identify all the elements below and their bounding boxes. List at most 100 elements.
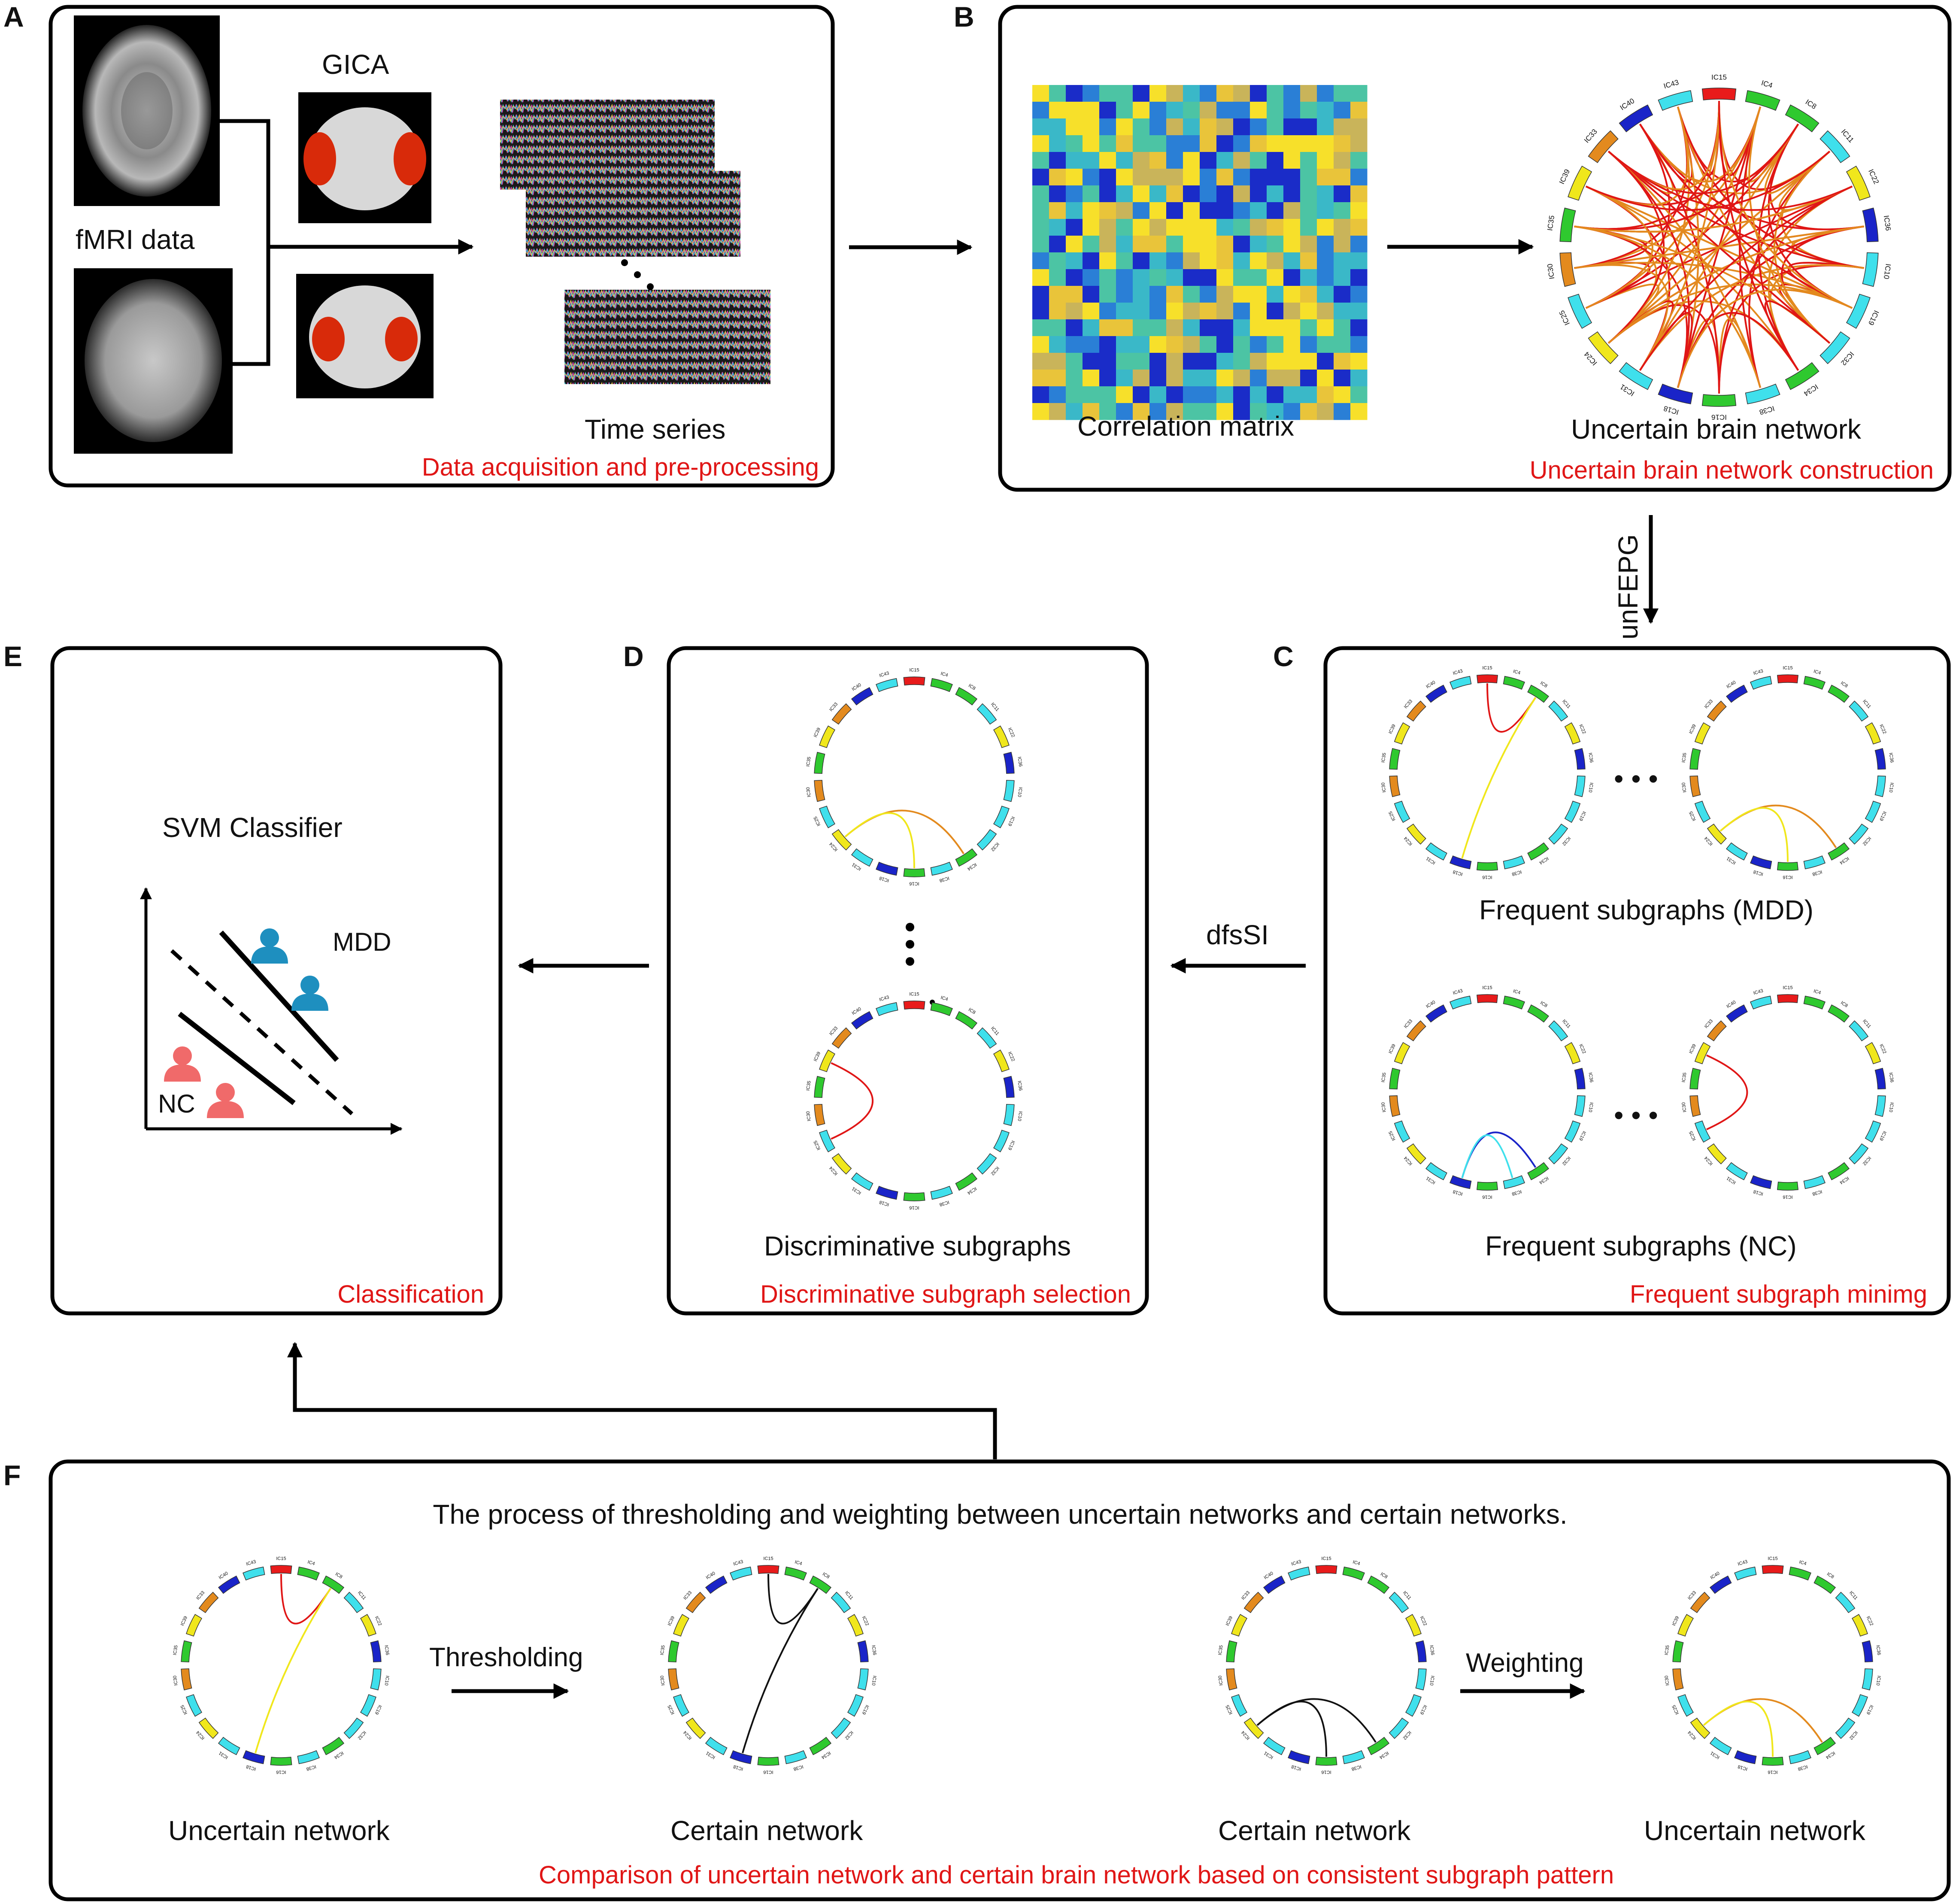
matrix-cell bbox=[1250, 303, 1267, 320]
ring-segment bbox=[1828, 1004, 1850, 1023]
ring-segment-label: IC36 bbox=[383, 1645, 390, 1655]
ring-segment-label: IC19 bbox=[1878, 1130, 1887, 1141]
ring-segment bbox=[1689, 1067, 1701, 1090]
matrix-cell bbox=[1049, 319, 1066, 337]
matrix-cell bbox=[1233, 269, 1250, 286]
matrix-cell bbox=[1233, 102, 1250, 119]
ring-segment bbox=[1828, 842, 1850, 861]
matrix-cell bbox=[1250, 386, 1267, 403]
matrix-cell bbox=[1267, 152, 1284, 169]
matrix-cell bbox=[1166, 386, 1183, 403]
ring-segment bbox=[1803, 1175, 1826, 1189]
ring-segment-label: IC43 bbox=[1737, 1559, 1748, 1567]
ring-segment-label: IC35 bbox=[1681, 1072, 1687, 1083]
matrix-cell bbox=[1166, 403, 1183, 420]
ring-edge bbox=[1461, 1134, 1513, 1179]
ring-segment bbox=[1849, 823, 1869, 845]
ring-segment bbox=[1849, 1143, 1869, 1164]
matrix-cell bbox=[1350, 102, 1368, 119]
ring-segment bbox=[1777, 994, 1798, 1004]
ring-segment bbox=[1846, 165, 1871, 201]
timeseries-strip-2 bbox=[526, 171, 740, 257]
ring-segment-label: IC32 bbox=[990, 841, 1000, 852]
matrix-cell bbox=[1049, 370, 1066, 387]
ring-edge bbox=[1703, 1701, 1774, 1757]
ring-segment bbox=[1874, 748, 1886, 770]
ring-edge bbox=[1574, 262, 1651, 309]
matrix-cell bbox=[1032, 303, 1049, 320]
ring-edge bbox=[255, 1588, 331, 1753]
matrix-cell bbox=[1099, 386, 1116, 403]
matrix-cell bbox=[1099, 135, 1116, 152]
matrix-cell bbox=[1233, 118, 1250, 136]
matrix-cell bbox=[1116, 319, 1133, 337]
ring-segment-label: IC19 bbox=[1007, 1140, 1016, 1151]
matrix-cell bbox=[1149, 303, 1167, 320]
matrix-cell bbox=[1183, 370, 1200, 387]
ring-segment-label: IC18 bbox=[1753, 1189, 1764, 1197]
ring-segment bbox=[1828, 1162, 1850, 1180]
matrix-cell bbox=[1334, 386, 1351, 403]
ring-segment bbox=[1750, 676, 1772, 690]
ring-segment-label: IC24 bbox=[1403, 836, 1413, 846]
matrix-cell bbox=[1350, 185, 1368, 203]
ring-segment-label: IC10 bbox=[1587, 1102, 1594, 1113]
discriminative-ring-2: IC15IC4IC8IC11IC22IC36IC10IC19IC32IC34IC… bbox=[805, 992, 1023, 1210]
ring-segment bbox=[876, 1185, 898, 1200]
ring-segment-label: IC8 bbox=[1840, 680, 1849, 688]
ring-segment bbox=[1762, 1565, 1784, 1574]
matrix-cell bbox=[1183, 85, 1200, 102]
ring-segment bbox=[1785, 104, 1820, 133]
ring-segment-label: IC10 bbox=[1875, 1675, 1881, 1686]
ring-segment bbox=[1406, 1143, 1426, 1164]
ring-edge bbox=[1703, 1698, 1823, 1743]
ring-segment-label: IC24 bbox=[195, 1730, 206, 1740]
ring-segment bbox=[1425, 1162, 1447, 1180]
panel-b-caption: Uncertain brain network construction bbox=[1530, 456, 1934, 484]
svm-margin-line bbox=[170, 949, 354, 1116]
matrix-cell bbox=[1283, 336, 1301, 353]
ring-segment-label: IC19 bbox=[861, 1704, 870, 1715]
panel-f-caption: Comparison of uncertain network and cert… bbox=[539, 1861, 1614, 1889]
ring-segment-label: IC19 bbox=[1865, 1704, 1874, 1715]
ring-segment bbox=[1690, 1717, 1710, 1739]
ring-segment bbox=[1527, 1162, 1549, 1180]
ring-segment-label: IC32 bbox=[1848, 1730, 1859, 1740]
matrix-cell bbox=[1149, 286, 1167, 303]
ring-segment-label: IC25 bbox=[667, 1704, 676, 1715]
matrix-cell bbox=[1216, 169, 1234, 186]
matrix-cell bbox=[1099, 303, 1116, 320]
matrix-cell bbox=[1066, 353, 1083, 370]
matrix-cell bbox=[1216, 353, 1234, 370]
ring-segment bbox=[930, 678, 953, 692]
ring-segment bbox=[1762, 1756, 1784, 1766]
panel-c: C IC15IC4IC8IC11IC22IC36IC10IC19IC32IC34… bbox=[1273, 640, 1951, 1316]
ring-segment-label: IC10 bbox=[1882, 263, 1892, 279]
matrix-cell bbox=[1032, 370, 1049, 387]
ring-segment bbox=[876, 678, 898, 692]
ring-segment-label: IC32 bbox=[1402, 1730, 1412, 1740]
ring-segment bbox=[831, 829, 852, 851]
matrix-cell bbox=[1350, 85, 1368, 102]
matrix-cell bbox=[1300, 286, 1317, 303]
matrix-cell bbox=[1049, 102, 1066, 119]
matrix-cell bbox=[1216, 85, 1234, 102]
nc-subgraph-ring-2: IC15IC4IC8IC11IC22IC36IC10IC19IC32IC34IC… bbox=[1681, 985, 1894, 1200]
ring-segment-label: IC15 bbox=[1768, 1556, 1777, 1561]
ring-segment bbox=[903, 868, 925, 877]
matrix-cell bbox=[1317, 269, 1334, 286]
ring-segment bbox=[1707, 1020, 1727, 1042]
matrix-cell bbox=[1233, 219, 1250, 236]
panel-e-caption: Classification bbox=[337, 1280, 484, 1308]
mdd-ellipsis: • • • bbox=[1614, 763, 1658, 794]
matrix-cell bbox=[1317, 252, 1334, 270]
matrix-cell bbox=[1334, 353, 1351, 370]
matrix-cell bbox=[1083, 353, 1100, 370]
matrix-cell bbox=[1200, 252, 1217, 270]
ring-segment bbox=[819, 725, 836, 748]
ring-segment bbox=[1231, 1614, 1248, 1637]
matrix-cell bbox=[1283, 185, 1301, 203]
matrix-cell bbox=[1116, 286, 1133, 303]
ring-segment bbox=[1394, 722, 1410, 745]
matrix-cell bbox=[1133, 252, 1150, 270]
